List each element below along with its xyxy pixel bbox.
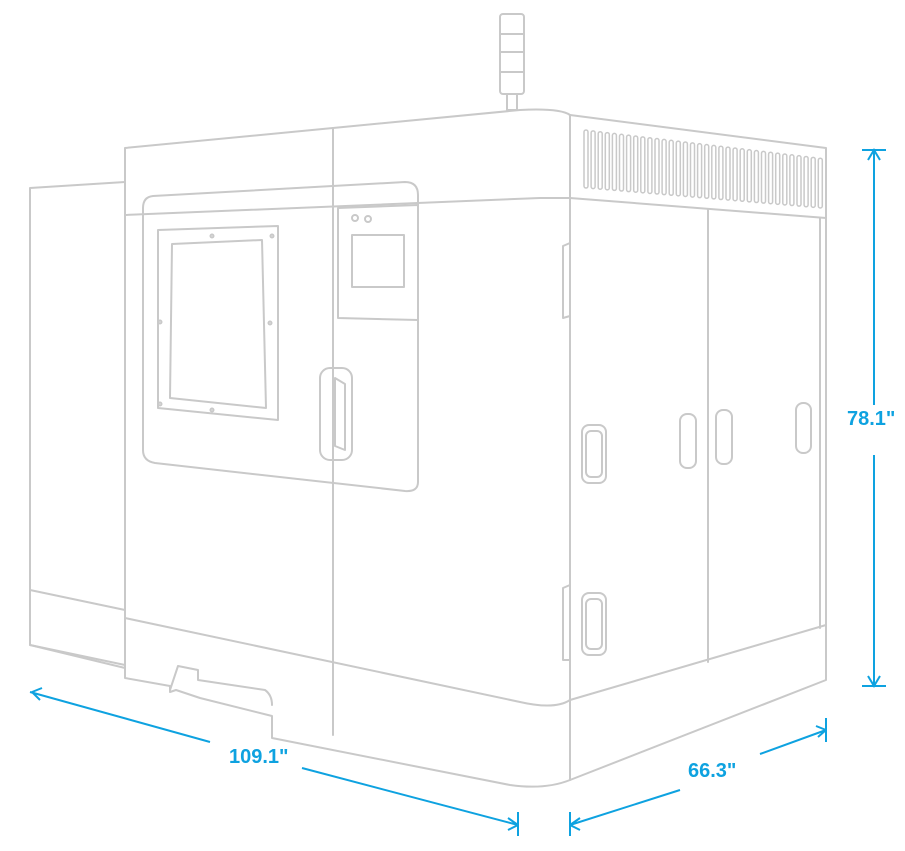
vent-slot — [590, 130, 596, 190]
front-body — [124, 108, 571, 788]
height-dimension-line — [862, 148, 886, 688]
vent-slot — [789, 154, 795, 207]
depth-dimension-line — [569, 718, 827, 836]
vent-slot — [746, 148, 753, 203]
vent-slot — [654, 137, 660, 195]
vent-slot — [661, 138, 667, 196]
vent-slot — [604, 131, 611, 191]
vent-slot — [640, 136, 646, 194]
signal-tower — [499, 13, 525, 111]
vent-slot — [817, 157, 824, 209]
side-body — [562, 114, 827, 781]
vent-slot — [625, 134, 632, 193]
vent-slot — [618, 133, 625, 192]
vent-slot — [718, 145, 724, 201]
vent-slot — [760, 150, 767, 204]
vent-slot — [767, 151, 774, 205]
depth-label: 66.3" — [686, 760, 739, 783]
vent-slot — [647, 136, 653, 195]
side-vents — [583, 129, 824, 209]
vent-slot — [782, 153, 788, 206]
vent-slot — [810, 156, 816, 209]
vent-slot — [796, 154, 802, 207]
width-label: 109.1" — [227, 746, 291, 769]
vent-slot — [668, 139, 674, 197]
vent-slot — [753, 149, 760, 204]
vent-slot — [703, 143, 710, 200]
vent-slot — [689, 142, 696, 198]
vent-slot — [739, 148, 745, 203]
height-label: 78.1" — [845, 408, 898, 431]
vent-slot — [803, 155, 809, 208]
vent-slot — [732, 147, 738, 202]
vent-slot — [774, 152, 781, 206]
vent-slot — [725, 146, 731, 201]
vent-slot — [611, 132, 618, 192]
left-module — [29, 181, 126, 669]
vent-slot — [675, 140, 682, 197]
vent-slot — [682, 141, 689, 198]
dimension-lines — [29, 148, 886, 836]
vent-slot — [711, 144, 717, 200]
vent-slot — [583, 129, 589, 189]
vent-slot — [597, 130, 603, 190]
width-dimension-line — [29, 687, 519, 836]
vent-slot — [696, 142, 703, 199]
vent-slot — [632, 135, 639, 193]
